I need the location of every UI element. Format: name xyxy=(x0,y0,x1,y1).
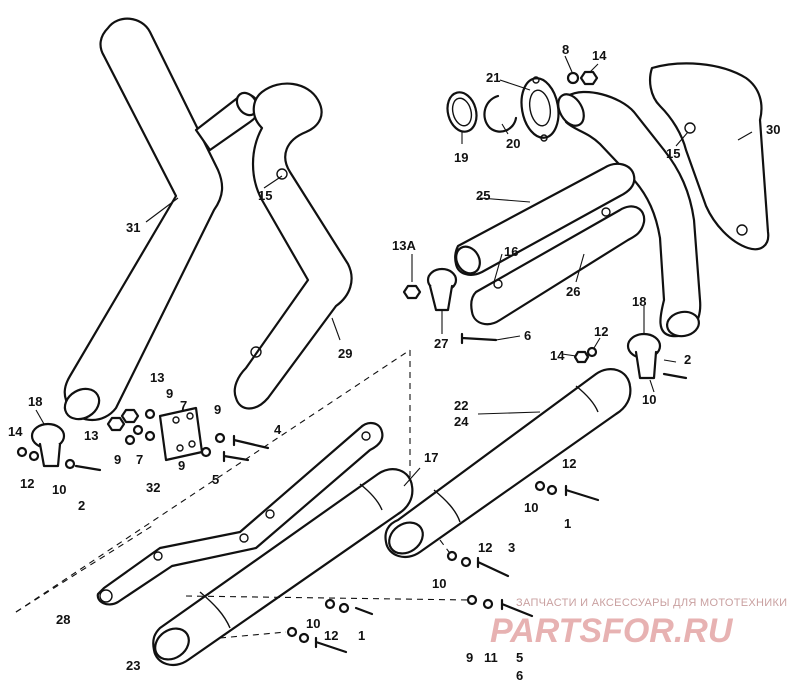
callout-29: 29 xyxy=(338,346,352,361)
callout-14: 14 xyxy=(550,348,565,363)
leader-lines xyxy=(35,55,753,487)
callout-13: 13 xyxy=(150,370,164,385)
callout-13A: 13A xyxy=(392,238,416,253)
watermark-logo: PARTSFOR.RU xyxy=(490,612,734,650)
callout-9: 9 xyxy=(214,402,221,417)
part-27-clamp xyxy=(402,267,498,345)
part-21-exhaust-flange xyxy=(520,76,560,142)
callout-12: 12 xyxy=(562,456,576,471)
part-31-rear-header-pipe xyxy=(63,17,260,422)
callout-12: 12 xyxy=(594,324,608,339)
watermark: ЗАПЧАСТИ И АКСЕССУАРЫ ДЛЯ МОТОТЕХНИКИ PA… xyxy=(490,597,787,650)
callout-5: 5 xyxy=(212,472,219,487)
part-29-heat-shield xyxy=(233,82,353,410)
callout-6: 6 xyxy=(516,668,523,683)
callout-2: 2 xyxy=(78,498,85,513)
callout-13: 13 xyxy=(84,428,98,443)
callout-6: 6 xyxy=(524,328,531,343)
callout-7: 7 xyxy=(136,452,143,467)
callout-12: 12 xyxy=(478,540,492,555)
callout-26: 26 xyxy=(566,284,580,299)
part-23-lower-muffler xyxy=(152,468,414,667)
watermark-tagline: ЗАПЧАСТИ И АКСЕССУАРЫ ДЛЯ МОТОТЕХНИКИ xyxy=(516,597,787,609)
part-32-mount-bracket xyxy=(106,406,270,463)
callout-3: 3 xyxy=(508,540,515,555)
part-30-front-header-shield xyxy=(557,62,770,338)
callout-14: 14 xyxy=(8,424,23,439)
callout-18: 18 xyxy=(632,294,646,309)
callout-2: 2 xyxy=(684,352,691,367)
callout-5: 5 xyxy=(516,650,523,665)
callout-27: 27 xyxy=(434,336,448,351)
part-26-crossover-pipe xyxy=(470,205,646,326)
callout-14: 14 xyxy=(592,48,607,63)
callout-9: 9 xyxy=(166,386,173,401)
callout-10: 10 xyxy=(306,616,320,631)
callout-1: 1 xyxy=(564,516,571,531)
callout-10: 10 xyxy=(432,576,446,591)
callout-12: 12 xyxy=(20,476,34,491)
callout-12: 12 xyxy=(324,628,338,643)
callout-25: 25 xyxy=(476,188,490,203)
muffler-mount-hardware xyxy=(286,480,600,654)
callout-7: 7 xyxy=(180,398,187,413)
callout-18: 18 xyxy=(28,394,42,409)
callout-22: 22 xyxy=(454,398,468,413)
callout-21: 21 xyxy=(486,70,500,85)
callout-1: 1 xyxy=(358,628,365,643)
callout-19: 19 xyxy=(454,150,468,165)
part-22-24-upper-muffler xyxy=(384,368,632,559)
callout-30: 30 xyxy=(766,122,780,137)
callout-24: 24 xyxy=(454,414,469,429)
part-25-crossover-pipe xyxy=(454,162,636,276)
part-8-14-nut-washer-top xyxy=(566,70,599,86)
callout-labels: 31 15 29 8 14 21 19 20 30 15 25 13A 16 2… xyxy=(8,42,780,683)
callout-10: 10 xyxy=(642,392,656,407)
callout-20: 20 xyxy=(506,136,520,151)
callout-32: 32 xyxy=(146,480,160,495)
callout-9: 9 xyxy=(466,650,473,665)
part-20-retaining-ring xyxy=(483,94,518,133)
part-18-clamp-right xyxy=(573,332,688,380)
callout-15: 15 xyxy=(258,188,272,203)
callout-10: 10 xyxy=(524,500,538,515)
part-18-clamp-left xyxy=(16,422,102,472)
callout-11: 11 xyxy=(484,650,498,665)
callout-9: 9 xyxy=(178,458,185,473)
part-19-gasket xyxy=(446,91,478,133)
callout-23: 23 xyxy=(126,658,140,673)
part-28-support-bar xyxy=(96,422,384,606)
callout-4: 4 xyxy=(274,422,282,437)
callout-28: 28 xyxy=(56,612,70,627)
callout-15: 15 xyxy=(666,146,680,161)
callout-17: 17 xyxy=(424,450,438,465)
callout-16: 16 xyxy=(504,244,518,259)
callout-31: 31 xyxy=(126,220,140,235)
assembly-guide-lines xyxy=(15,349,471,639)
callout-10: 10 xyxy=(52,482,66,497)
callout-8: 8 xyxy=(562,42,569,57)
callout-9: 9 xyxy=(114,452,121,467)
